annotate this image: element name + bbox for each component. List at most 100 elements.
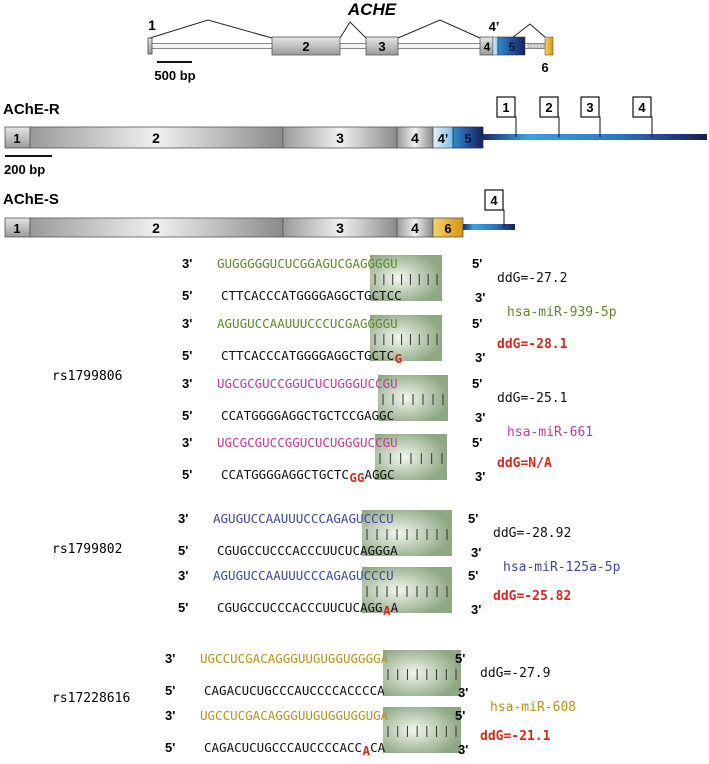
ache-s-exon-label: 3 [336,220,344,236]
mirna-name: hsa-miR-939-5p [507,305,617,320]
ddg-value: ddG=-25.82 [493,589,571,604]
mirna-sequence: GUGGGGGUCUCGGAGUCGAGGGGU [217,256,398,271]
end-label-5prime: 5' [472,435,482,450]
snp-label: rs1799806 [52,369,122,384]
mirna-sequence: AGUGUCCAAUUUCCCUCGAGGGGU [217,316,398,331]
ache-r-scale-label: 200 bp [4,162,45,177]
gene-title: ACHE [347,0,397,19]
gene-exon-4prime [492,36,499,56]
gene-exon-label: 4’ [489,19,500,34]
end-label-5prime: 5' [182,408,192,423]
ache-r-exon-label: 3 [336,130,344,146]
variant-base: G [395,351,403,366]
ache-r-transcript: AChE-R 1 2 3 4 4’ 5 1 2 3 4 [3,96,707,177]
target-sequence-tail: A [391,600,399,615]
alignment-panel: 3' 5' 5' 3' GUGGGGGUCUCGGAGUCGAGGGGU CTTCACCC… [165,255,621,758]
target-sequence: CTTCACCCATGGGGAGGCTGCTC [221,348,394,363]
gene-exon-3 [365,36,399,56]
ache-r-title: AChE-R [3,101,60,118]
ache-r-3utr [483,134,707,140]
end-label-5prime: 5' [472,316,482,331]
variant-base: A [383,603,391,618]
end-label-3prime: 3' [165,708,175,723]
target-sequence: CGUGCCUCCCACCCUUCUCAGGGA [217,543,398,558]
gene-exon-label: 3 [378,39,385,54]
end-label-3prime: 3' [165,651,175,666]
seed-highlight [383,650,461,696]
end-label-5prime: 5' [178,543,188,558]
end-label-3prime: 3' [475,469,485,484]
ache-r-site-2: 2 [539,96,560,137]
gene-exon-2 [271,36,341,56]
splice-line [149,19,273,39]
variant-base: A [363,743,371,758]
site-label: 1 [502,100,509,115]
end-label-5prime: 5' [468,568,478,583]
mirna-name: hsa-miR-125a-5p [503,560,621,575]
ache-r-site-1: 1 [496,96,517,137]
end-label-5prime: 5' [182,348,192,363]
site-label: 4 [638,100,646,115]
ache-r-exon-label: 1 [13,131,20,146]
end-label-5prime: 5' [178,600,188,615]
ache-r-site-3: 3 [580,96,601,137]
ache-s-exon-label: 2 [152,220,160,236]
target-sequence-tail: AGGC [364,467,394,482]
end-label-3prime: 3' [475,410,485,425]
mirna-sequence: AGUGUCCAAUUUCCCAGAGUCCCU [213,568,394,583]
target-sequence: CAGACUCUGCCCAUCCCCACCCCA [204,683,385,698]
ache-r-exon-label: 2 [152,130,160,146]
ache-s-title: AChE-S [3,191,59,208]
ache-s-exon-label: 6 [444,221,451,236]
ache-r-exon-label: 5 [464,131,471,146]
end-label-3prime: 3' [471,545,481,560]
seed-highlight [383,707,461,753]
mirna-name: hsa-miR-661 [507,425,593,440]
end-label-3prime: 3' [182,376,192,391]
end-label-5prime: 5' [182,467,192,482]
snp-label: rs1799802 [52,542,122,557]
gene-exon-6 [544,36,554,56]
mirna-sequence: UGCGCGUCCGGUCUCUGGGUCCGU [217,435,398,450]
end-label-3prime: 3' [182,435,192,450]
ache-r-exon-label: 4’ [438,131,449,146]
gene-structure: ACHE 1 2 3 4 4’ 5 6 500 bp [147,0,554,83]
end-label-5prime: 5' [182,288,192,303]
gene-exon-5 [497,36,526,56]
ache-r-exon-label: 4 [411,130,419,146]
end-label-5prime: 5' [165,683,175,698]
mirna-sequence: AGUGUCCAAUUUCCCAGAGUCCCU [213,511,394,526]
end-label-3prime: 3' [182,316,192,331]
site-label: 4 [490,193,498,208]
ache-s-site-4: 4 [484,189,505,227]
gene-exon-label: 1 [148,17,156,33]
ache-s-3utr [463,224,515,230]
end-label-5prime: 5' [472,256,482,271]
end-label-5prime: 5' [472,376,482,391]
seed-highlight [370,315,442,361]
gene-exon-label: 2 [302,39,309,54]
target-sequence-tail: CA [370,740,386,755]
ache-r-site-4: 4 [632,96,653,137]
end-label-5prime: 5' [455,708,465,723]
end-label-3prime: 3' [458,742,468,757]
target-sequence: CTTCACCCATGGGGAGGCTGCTCC [221,288,402,303]
gene-exon-1 [147,37,153,55]
gene-exon-label: 6 [541,60,548,75]
splice-line [511,23,547,39]
ache-s-exon-label: 4 [411,220,419,236]
mirna-sequence: UGCCUCGACAGGGUUGUGGUGGUGA [200,708,389,723]
target-sequence: CAGACUCUGCCCAUCCCCACC [204,740,362,755]
gene-scale-label: 500 bp [154,68,195,83]
mirna-name: hsa-miR-608 [490,700,576,715]
gene-exon-label: 4 [484,40,491,54]
end-label-5prime: 5' [165,740,175,755]
mirna-sequence: UGCCUCGACAGGGUUGUGGUGGGGA [200,651,389,666]
ache-s-transcript: AChE-S 1 2 3 4 6 4 [3,189,515,238]
end-label-3prime: 3' [182,256,192,271]
ddg-value: ddG=-28.1 [497,337,568,352]
end-label-3prime: 3' [458,685,468,700]
target-sequence: CCATGGGGAGGCTGCTC [221,467,349,482]
splice-line [339,21,367,39]
